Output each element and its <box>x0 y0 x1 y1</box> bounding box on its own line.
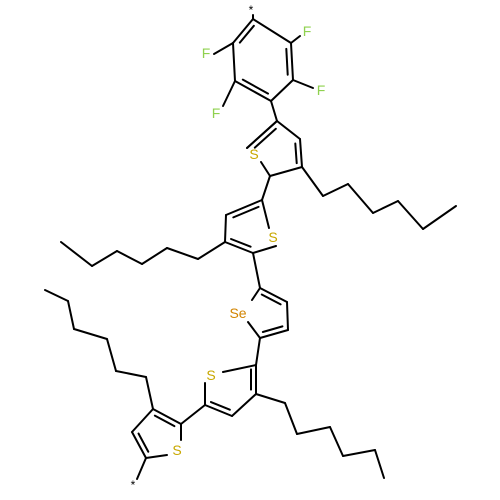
bond-38 <box>197 241 226 260</box>
attachment-star-top: * <box>249 3 254 17</box>
bond-69 <box>131 408 154 433</box>
bond-42 <box>91 250 118 267</box>
bond-18 <box>294 142 298 165</box>
bond-lines <box>44 14 457 480</box>
bond-17 <box>299 138 303 168</box>
attachment-star-bottom: * <box>131 478 136 492</box>
bond-64 <box>342 449 376 457</box>
bond-57 <box>231 393 257 417</box>
bond-16 <box>276 120 301 140</box>
bond-45 <box>259 287 288 303</box>
bond-70 <box>131 431 147 459</box>
sulfur-atom-3: S <box>206 367 215 383</box>
sulfur-atom-2: S <box>268 229 277 245</box>
bond-40 <box>141 247 168 265</box>
bond-37 <box>232 205 260 219</box>
fluorine-atom-2: F <box>303 23 312 39</box>
bond-5 <box>234 80 272 102</box>
bond-30 <box>261 175 271 201</box>
bond-55 <box>204 404 233 417</box>
bond-23 <box>253 127 277 149</box>
bond-71 <box>137 432 150 453</box>
bond-78 <box>73 328 108 340</box>
atom-labels: * F F F F S S Se S S * <box>131 3 326 492</box>
bond-63 <box>329 426 344 457</box>
bond-14 <box>222 80 236 107</box>
bond-50 <box>247 321 261 339</box>
bond-11 <box>213 42 234 55</box>
bond-41 <box>116 250 143 265</box>
bond-25 <box>322 183 349 197</box>
bond-26 <box>347 183 374 214</box>
sulfur-atom-4: S <box>172 442 181 458</box>
bond-12 <box>290 35 301 44</box>
bond-48 <box>259 329 289 339</box>
bond-15 <box>270 100 278 122</box>
bond-61 <box>284 402 298 435</box>
bond-13 <box>292 79 314 89</box>
fluorine-atom-1: F <box>202 45 211 61</box>
bond-65 <box>374 449 385 479</box>
bond-75 <box>145 376 154 410</box>
bond-77 <box>106 338 117 372</box>
selenium-atom: Se <box>229 305 246 321</box>
bond-79 <box>67 300 75 330</box>
bond-19 <box>269 166 303 177</box>
bond-68 <box>153 414 176 428</box>
bond-39 <box>166 247 199 260</box>
bond-74 <box>136 457 147 480</box>
bond-51 <box>251 287 261 301</box>
bond-76 <box>115 370 147 378</box>
bond-22 <box>246 120 278 149</box>
bond-33 <box>224 241 254 254</box>
bond-20 <box>260 161 271 177</box>
bond-1 <box>252 18 292 44</box>
fluorine-atom-4: F <box>212 105 221 121</box>
bond-27 <box>372 200 399 214</box>
bond-8 <box>232 18 254 44</box>
bond-46 <box>260 293 282 306</box>
bond-24 <box>301 166 324 197</box>
bond-66 <box>180 404 206 425</box>
bond-80 <box>44 289 69 302</box>
bond-35 <box>224 214 227 243</box>
bond-47 <box>286 301 289 331</box>
bond-44 <box>252 252 261 289</box>
bond-9 <box>238 24 255 44</box>
bond-52 <box>255 337 261 366</box>
fluorine-atom-3: F <box>317 82 326 98</box>
bond-43 <box>60 241 93 267</box>
sulfur-atom-1: S <box>249 146 258 162</box>
bond-36 <box>225 199 263 216</box>
bond-34 <box>230 237 252 248</box>
bond-28 <box>397 200 424 230</box>
bond-6 <box>241 78 270 95</box>
bond-3 <box>285 47 289 76</box>
bond-49 <box>261 325 284 333</box>
bond-72 <box>145 454 168 459</box>
bond-60 <box>255 393 286 404</box>
bond-62 <box>296 426 331 435</box>
bond-67 <box>152 408 182 425</box>
bond-56 <box>209 401 231 411</box>
bond-53 <box>222 364 257 373</box>
bond-7 <box>232 42 236 82</box>
bond-29 <box>422 205 457 230</box>
bond-32 <box>252 245 277 254</box>
bond-2 <box>290 42 294 81</box>
bond-31 <box>261 199 270 229</box>
bond-4 <box>270 79 294 102</box>
